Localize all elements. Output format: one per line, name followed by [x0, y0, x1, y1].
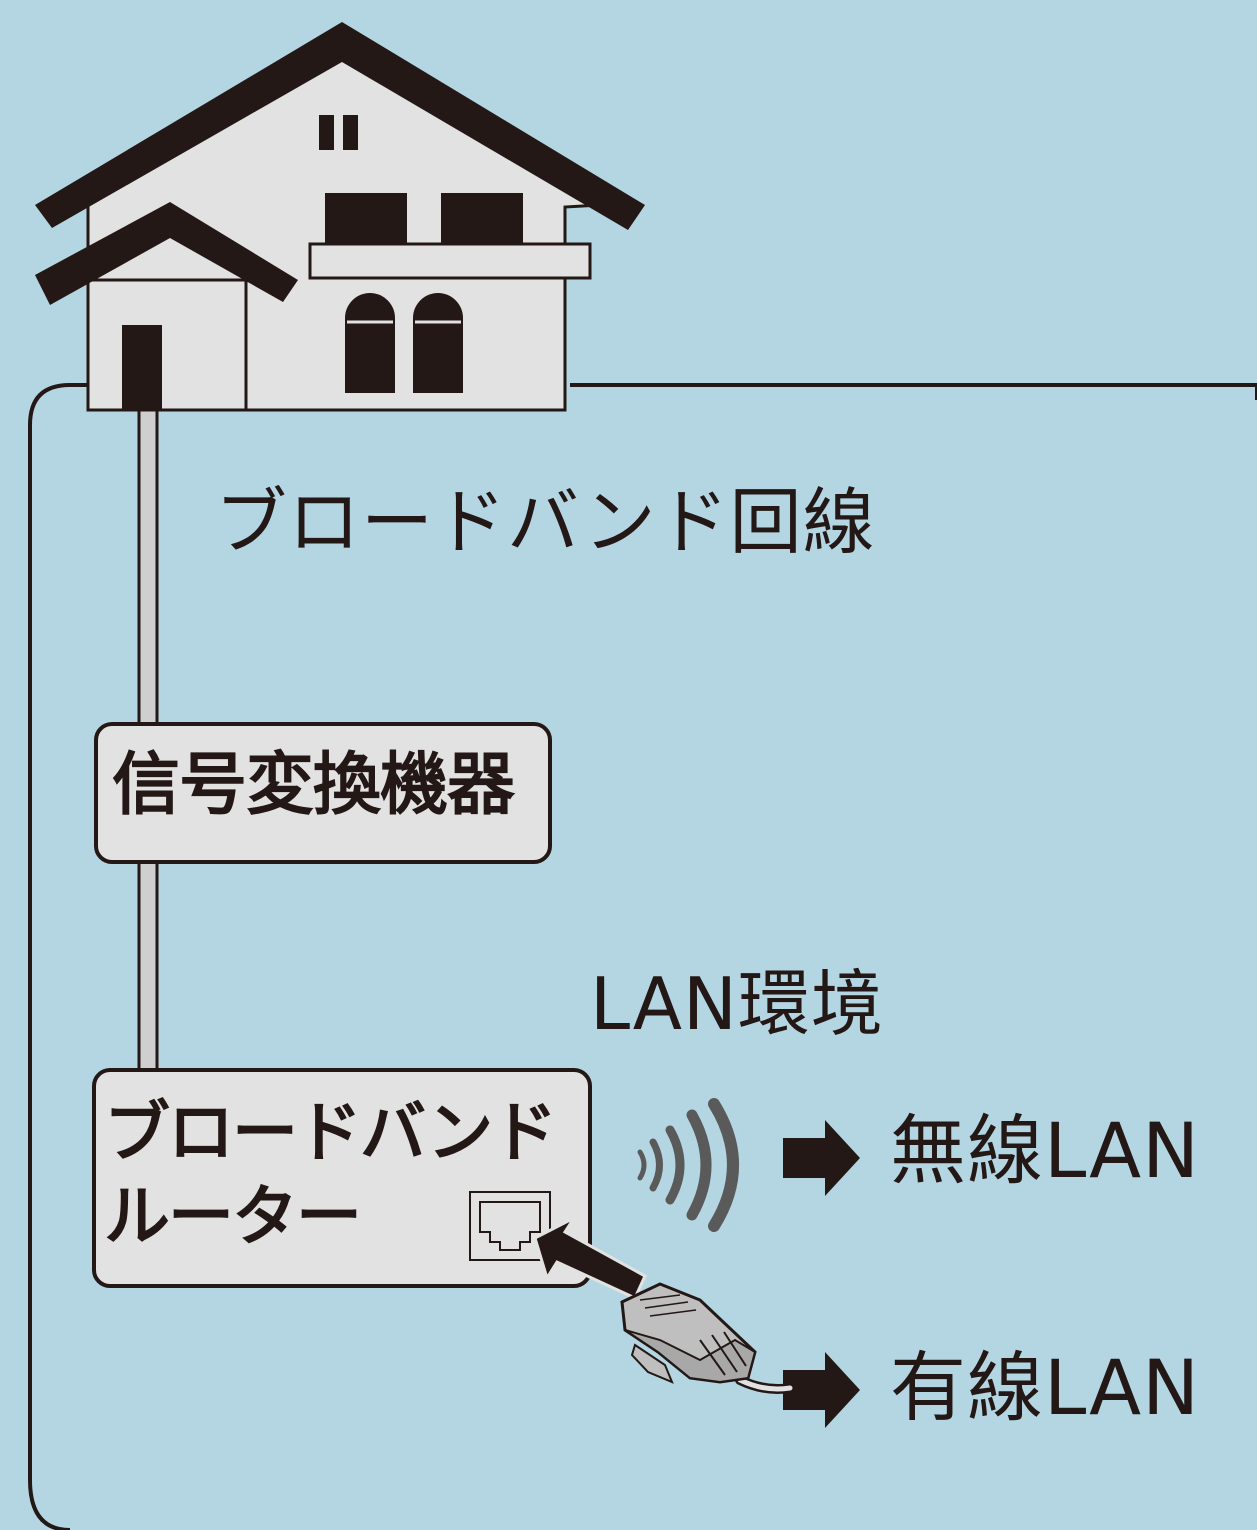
wired-lan-label: 有線LAN: [890, 1343, 1200, 1432]
modem-router-cable: [137, 858, 159, 1074]
arrow-right-icon: [783, 1120, 860, 1196]
modem-box: [94, 722, 552, 864]
broadband-line-label: ブロードバンド回線: [215, 480, 876, 564]
wifi-signal-icon: [637, 1098, 739, 1232]
router-label-line2: ルーター: [104, 1178, 362, 1255]
router-label-line1: ブロードバンド: [104, 1094, 557, 1171]
lan-boundary: [28, 383, 1257, 1530]
wireless-lan-label: 無線LAN: [890, 1106, 1200, 1195]
router-box: [92, 1068, 592, 1288]
house-icon: [35, 22, 645, 412]
broadband-cable: [137, 406, 159, 728]
modem-label: 信号変換機器: [112, 746, 515, 825]
lan-plug-icon: [620, 1282, 795, 1394]
insert-arrow: [533, 1214, 647, 1300]
lan-environment-label: LAN環境: [590, 962, 884, 1046]
arrow-right-icon: [783, 1352, 860, 1428]
